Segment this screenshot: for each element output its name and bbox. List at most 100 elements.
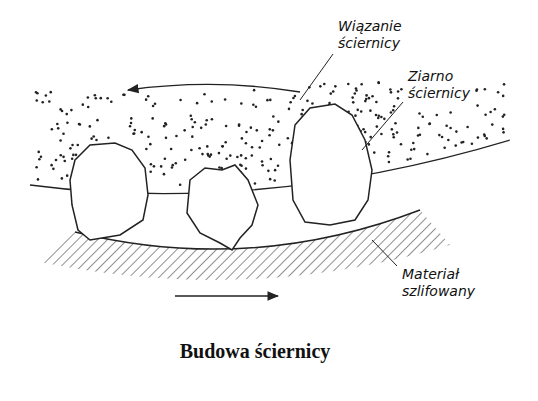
bond-dot <box>133 129 136 132</box>
bond-dot <box>397 90 400 93</box>
figure-caption: Budowa ściernicy <box>180 340 331 363</box>
bond-dot <box>207 154 210 157</box>
bond-dot <box>484 113 487 116</box>
bond-dot <box>377 81 380 84</box>
bond-dot <box>38 158 41 161</box>
bond-dot <box>205 123 208 126</box>
bond-dot <box>356 109 359 112</box>
bond-dot <box>205 119 208 122</box>
bond-dot <box>497 91 500 94</box>
bond-dot <box>449 127 452 130</box>
bond-dot <box>394 122 397 125</box>
leader-line <box>362 102 403 150</box>
bond-dot <box>443 146 446 149</box>
bond-dot <box>288 108 291 111</box>
bond-dot <box>130 122 133 125</box>
bond-dot <box>106 97 109 100</box>
bond-dot <box>352 101 355 104</box>
bond-dot <box>466 126 469 129</box>
bond-dot <box>354 114 357 117</box>
bond-dot <box>229 154 232 157</box>
bond-dot <box>201 153 204 156</box>
bond-dot <box>196 102 199 105</box>
bond-dot <box>258 146 261 149</box>
bond-dot <box>391 128 394 131</box>
part-label: Wiązanie ściernicy <box>336 18 404 52</box>
bond-dot <box>184 158 187 161</box>
bond-dot <box>269 178 272 181</box>
bond-dot <box>301 109 304 112</box>
bond-dot <box>90 137 93 140</box>
bond-dot <box>460 141 463 144</box>
bond-dot <box>41 101 44 104</box>
feed-arrow <box>175 295 278 296</box>
bond-dot <box>75 154 78 157</box>
bond-dot <box>40 155 43 158</box>
bond-dot <box>289 101 292 104</box>
bond-dot <box>154 102 157 105</box>
bond-dot <box>269 99 272 102</box>
bond-dot <box>378 114 381 117</box>
bond-dot <box>274 169 277 172</box>
bond-dot <box>50 164 53 167</box>
bond-dot <box>174 162 177 165</box>
bond-dot <box>502 128 505 131</box>
bond-dot <box>191 135 194 138</box>
bond-dot <box>240 102 243 105</box>
bond-dot <box>447 139 450 142</box>
bond-dot <box>383 118 386 121</box>
bond-dot <box>311 102 314 105</box>
bond-dot <box>421 115 424 118</box>
bond-dot <box>179 183 182 186</box>
abrasive-grain <box>290 104 372 225</box>
bond-dot <box>438 134 441 137</box>
bond-dot <box>502 131 505 134</box>
bond-dot <box>89 125 92 128</box>
bond-dot <box>429 122 432 125</box>
bond-dot <box>130 117 133 120</box>
bond-dot <box>253 89 256 92</box>
bond-dot <box>225 125 228 128</box>
bond-dot <box>87 96 90 99</box>
abrasive-grain <box>187 165 258 250</box>
bond-dot <box>471 142 474 145</box>
bond-dot <box>251 154 254 157</box>
bond-dot <box>37 178 40 181</box>
bond-dot <box>476 104 479 107</box>
bond-dot <box>365 98 368 101</box>
bond-dot <box>273 179 276 182</box>
leader-line <box>300 54 333 100</box>
bond-dot <box>278 144 281 147</box>
bond-dot <box>49 91 52 94</box>
bond-dot <box>393 105 396 108</box>
bond-dot <box>272 129 275 132</box>
bond-dot <box>396 131 399 134</box>
bond-dot <box>71 144 74 147</box>
bond-dot <box>37 151 40 154</box>
bond-dot <box>221 145 224 148</box>
bond-dot <box>66 174 69 177</box>
bond-dot <box>94 94 97 97</box>
bond-dot <box>413 148 416 151</box>
bond-dot <box>147 95 150 98</box>
bond-dot <box>165 137 168 140</box>
bond-dot <box>484 88 487 91</box>
bond-dot <box>57 127 60 130</box>
bond-dot <box>81 103 84 106</box>
bond-dot <box>191 126 194 129</box>
bond-dot <box>122 93 125 96</box>
bond-dot <box>409 157 412 160</box>
bond-dot <box>163 173 166 176</box>
bond-dot <box>79 123 82 126</box>
bond-dot <box>240 154 243 157</box>
bond-dot <box>375 101 378 104</box>
bond-dot <box>390 91 393 94</box>
bond-dot <box>292 97 295 100</box>
bond-dot <box>387 155 390 158</box>
bond-dot <box>454 144 457 147</box>
bond-dot <box>55 159 58 162</box>
bond-dot <box>35 99 38 102</box>
bond-dot <box>66 122 69 125</box>
bond-dot <box>369 109 372 112</box>
bond-dot <box>261 140 264 143</box>
